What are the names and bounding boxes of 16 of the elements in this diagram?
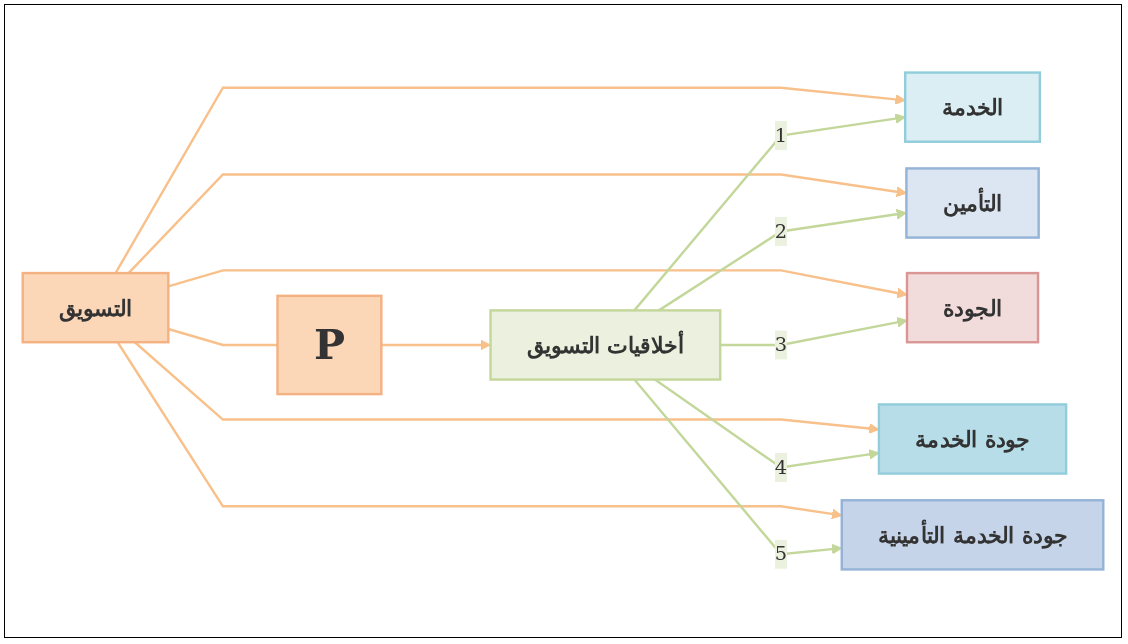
arrow bbox=[127, 173, 907, 274]
arrow bbox=[720, 317, 908, 347]
node-box: التسويق bbox=[21, 271, 170, 344]
edge-label: 1 bbox=[774, 123, 788, 147]
node-box: جودة الخدمة bbox=[877, 403, 1068, 475]
node-box: أخلاقيات التسويق bbox=[489, 309, 722, 381]
edge-label: 2 bbox=[774, 219, 788, 243]
node-box: الجودة bbox=[905, 271, 1040, 344]
node-box: التأمين bbox=[905, 167, 1040, 239]
edge-label: 3 bbox=[774, 332, 788, 356]
node-box: الخدمة bbox=[903, 71, 1042, 143]
edge-label: 4 bbox=[774, 455, 788, 479]
edge-label: 5 bbox=[774, 542, 788, 566]
arrow bbox=[114, 86, 906, 274]
node-box: جودة الخدمة التأمينية bbox=[840, 499, 1105, 571]
node-box: P bbox=[276, 294, 383, 396]
